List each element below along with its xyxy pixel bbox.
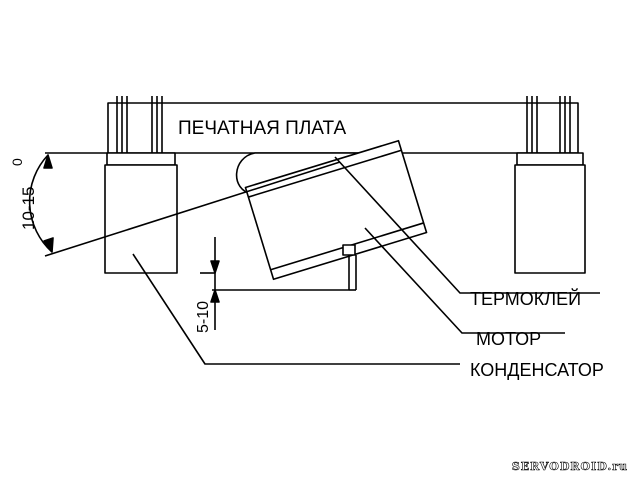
gap-arrow-bottom <box>210 289 220 303</box>
label-pcb: ПЕЧАТНАЯ ПЛАТА <box>178 118 346 139</box>
leader-motor <box>364 227 565 334</box>
label-capacitor: КОНДЕНСАТОР <box>470 360 604 380</box>
label-thermoglue: ТЕРМОКЛЕЙ <box>470 288 581 309</box>
label-gap: 5-10 <box>195 301 212 333</box>
angle-arrow-bottom <box>43 237 54 253</box>
motor-axis-line <box>44 161 341 257</box>
label-motor: МОТОР <box>476 329 541 349</box>
right-capacitor <box>514 152 586 274</box>
leader-capacitor <box>132 253 460 365</box>
left-capacitor-pins <box>116 96 163 158</box>
angle-arc <box>28 154 53 253</box>
leader-thermoglue <box>334 156 600 294</box>
gap-arrow-top <box>210 260 220 274</box>
left-capacitor <box>104 152 178 274</box>
pcb-board <box>107 102 579 154</box>
label-angle-unit: 0 <box>9 158 25 166</box>
watermark: SERVODROID.ru <box>512 460 628 473</box>
motor-shaft <box>342 244 357 291</box>
right-capacitor-pins <box>526 96 571 158</box>
angle-arrow-top <box>43 154 53 169</box>
label-angle: 10-15 <box>19 187 38 230</box>
